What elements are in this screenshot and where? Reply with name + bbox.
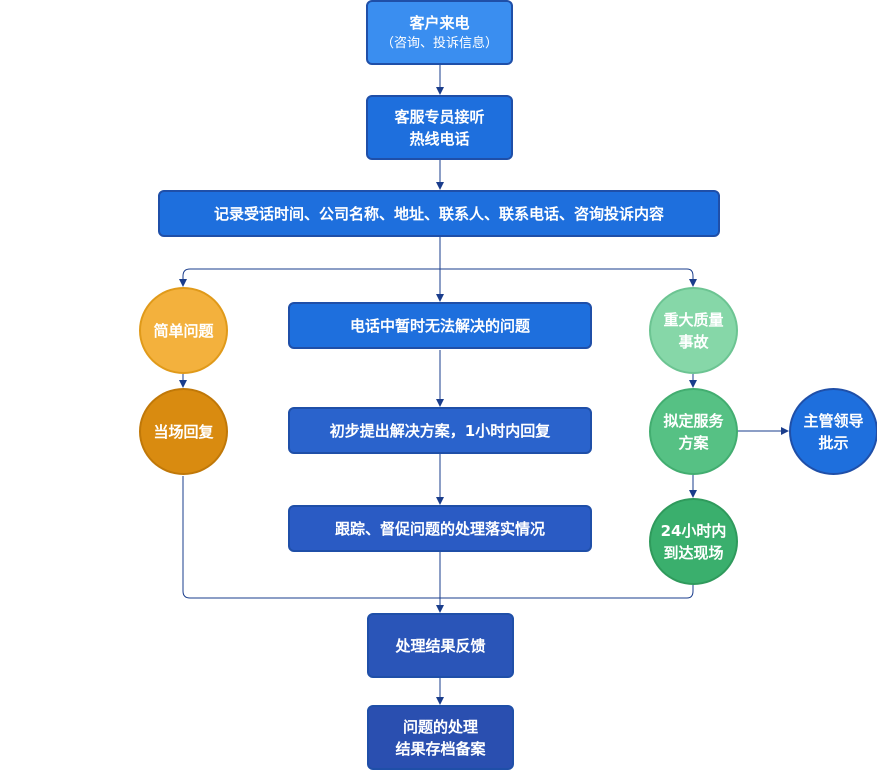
node-arrive-line1: 24小时内 bbox=[660, 521, 727, 540]
node-simple: 简单问题 bbox=[139, 287, 228, 374]
node-record: 记录受话时间、公司名称、地址、联系人、联系电话、咨询投诉内容 bbox=[158, 190, 720, 237]
node-draft-plan-line2: 方案 bbox=[678, 433, 709, 452]
node-major-line1: 重大质量 bbox=[663, 310, 724, 329]
node-call-in-title: 客户来电 bbox=[409, 13, 470, 32]
node-reply-on-site-text: 当场回复 bbox=[153, 422, 214, 441]
node-follow-up: 跟踪、督促问题的处理落实情况 bbox=[288, 505, 592, 552]
node-call-in-subtitle: （咨询、投诉信息） bbox=[380, 35, 498, 51]
node-answer: 客服专员接听 热线电话 bbox=[366, 95, 513, 160]
branch-left bbox=[179, 268, 440, 287]
node-answer-line2: 热线电话 bbox=[409, 129, 470, 148]
node-unresolved: 电话中暂时无法解决的问题 bbox=[288, 302, 592, 349]
node-record-text: 记录受话时间、公司名称、地址、联系人、联系电话、咨询投诉内容 bbox=[213, 204, 664, 223]
node-simple-text: 简单问题 bbox=[153, 321, 214, 340]
node-unresolved-text: 电话中暂时无法解决的问题 bbox=[349, 316, 530, 335]
node-reply-on-site: 当场回复 bbox=[139, 388, 228, 475]
node-call-in: 客户来电 （咨询、投诉信息） bbox=[366, 0, 513, 65]
node-draft-plan-line1: 拟定服务 bbox=[663, 411, 724, 430]
node-approval-line2: 批示 bbox=[818, 433, 849, 452]
node-approval-line1: 主管领导 bbox=[803, 411, 864, 430]
node-archive: 问题的处理 结果存档备案 bbox=[367, 705, 514, 770]
branch-right bbox=[440, 268, 697, 287]
node-arrive-line2: 到达现场 bbox=[663, 543, 724, 562]
node-approval: 主管领导 批示 bbox=[789, 388, 877, 475]
merge-left bbox=[182, 476, 440, 599]
node-draft-plan: 拟定服务 方案 bbox=[649, 388, 738, 475]
node-archive-line2: 结果存档备案 bbox=[395, 739, 486, 758]
node-initial-plan-text: 初步提出解决方案，1小时内回复 bbox=[329, 421, 551, 440]
merge-right bbox=[440, 585, 694, 599]
node-feedback-text: 处理结果反馈 bbox=[395, 636, 486, 655]
node-arrive: 24小时内 到达现场 bbox=[649, 498, 738, 585]
node-answer-line1: 客服专员接听 bbox=[394, 107, 485, 126]
node-major-line2: 事故 bbox=[678, 332, 709, 351]
node-feedback: 处理结果反馈 bbox=[367, 613, 514, 678]
node-archive-line1: 问题的处理 bbox=[402, 717, 478, 736]
node-major: 重大质量 事故 bbox=[649, 287, 738, 374]
node-follow-up-text: 跟踪、督促问题的处理落实情况 bbox=[334, 519, 545, 538]
node-initial-plan: 初步提出解决方案，1小时内回复 bbox=[288, 407, 592, 454]
